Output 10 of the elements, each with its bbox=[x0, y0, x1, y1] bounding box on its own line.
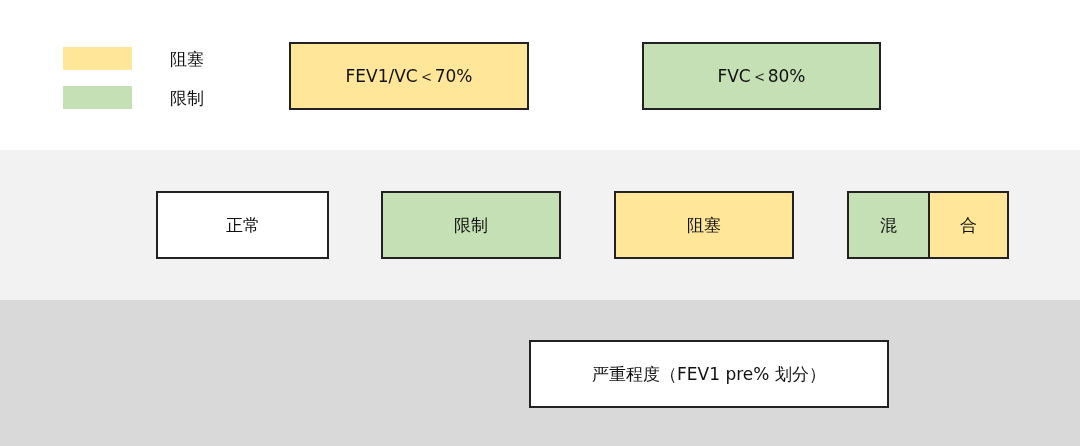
category-box: FVC＜80% bbox=[642, 42, 881, 110]
category-box: 阻塞 bbox=[614, 191, 794, 259]
legend-label: 限制 bbox=[170, 87, 204, 110]
category-box: 严重程度（FEV1 pre% 划分） bbox=[529, 340, 889, 408]
category-box: 限制 bbox=[381, 191, 561, 259]
category-box: 混 bbox=[847, 191, 930, 259]
category-box: FEV1/VC＜70% bbox=[289, 42, 529, 110]
category-box: 正常 bbox=[156, 191, 329, 259]
legend-label: 阻塞 bbox=[170, 48, 204, 71]
category-box: 合 bbox=[928, 191, 1009, 259]
